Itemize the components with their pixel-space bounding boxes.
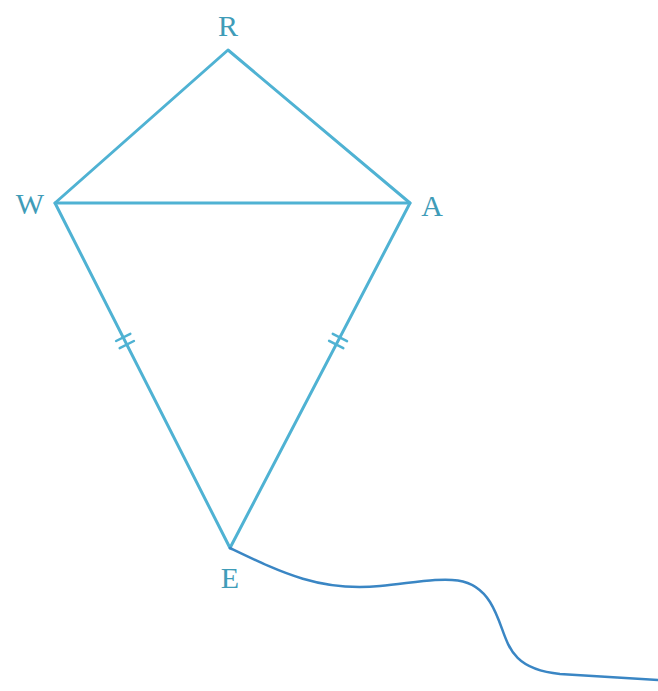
kite-string: [230, 548, 658, 680]
vertex-label: E: [221, 563, 239, 593]
equal-ticks: [116, 334, 347, 348]
kite-outline: [55, 50, 410, 548]
vertex-label: W: [16, 189, 44, 219]
vertex-label: R: [218, 11, 238, 41]
vertex-label: A: [421, 191, 443, 221]
diagonal-wa: [55, 202, 410, 205]
